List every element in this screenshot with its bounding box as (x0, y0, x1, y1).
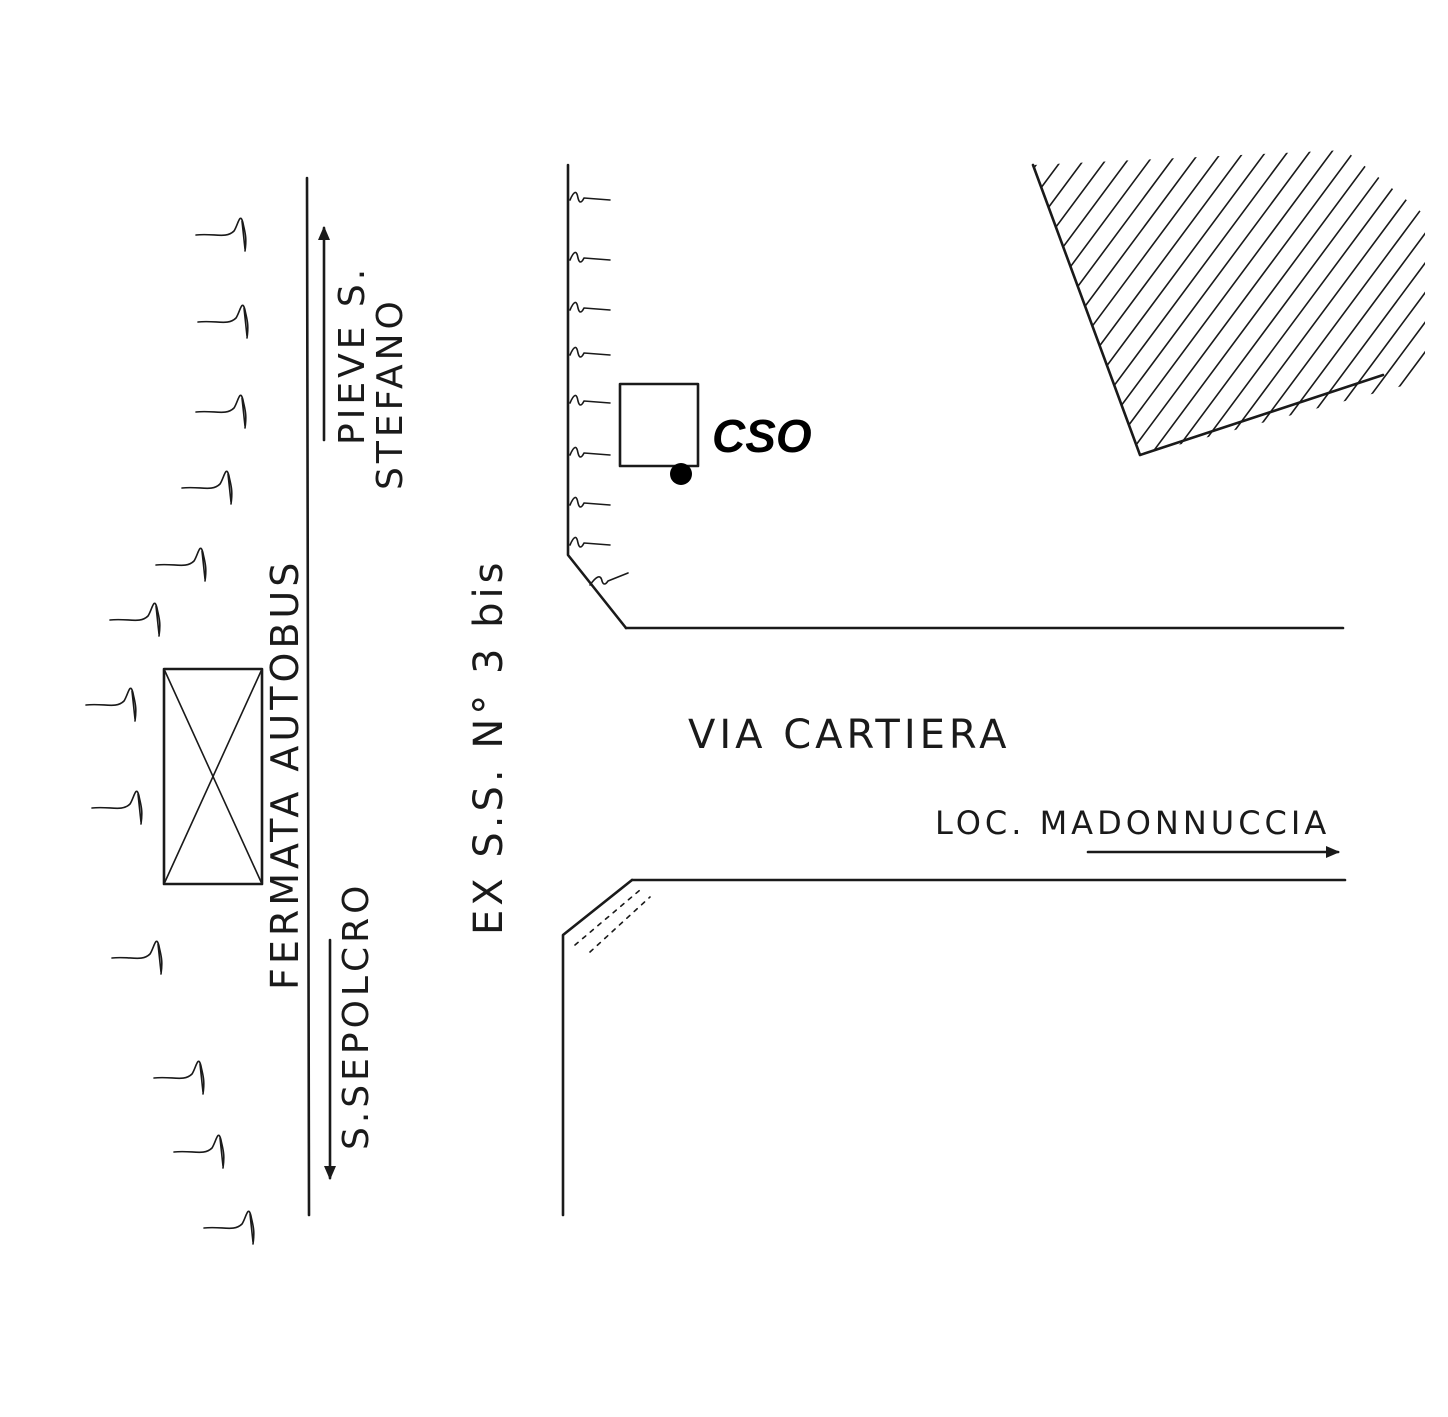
label-fermata-autobus: FERMATA AUTOBUS (263, 559, 307, 990)
hatch-line (1033, 150, 1195, 455)
grass-tuft-symbol (153, 1060, 205, 1095)
hatch-line (1087, 150, 1349, 455)
grass-tuft-symbol (569, 301, 611, 313)
hatch-line (1307, 150, 1425, 455)
label-via-cartiera: VIA CARTIERA (688, 712, 1010, 758)
hatch-line (1241, 150, 1425, 455)
hatch-line (1440, 130, 1448, 480)
hatch-line (1131, 150, 1393, 455)
grass-tuft-symbol (569, 536, 611, 548)
vegetation-west-row (85, 217, 255, 1245)
hatch-line (1033, 150, 1173, 455)
grass-tuft-symbol (589, 572, 629, 586)
hatch-line (1395, 150, 1425, 455)
grass-tuft-symbol (569, 251, 611, 263)
main-road-east-edge-south (561, 878, 634, 1217)
label-road-number: EX S.S. N° 3 bis (466, 559, 512, 935)
vegetation-east-row (569, 191, 629, 586)
grass-tuft-symbol (173, 1134, 225, 1169)
hatch-line (1033, 150, 1151, 455)
grass-tuft-symbol (203, 1210, 255, 1245)
hatch-line (1033, 150, 1239, 455)
grass-tuft-symbol (91, 790, 143, 825)
hatch-line (1033, 150, 1107, 455)
hatch-line (1065, 150, 1327, 455)
hatch-line (1109, 150, 1371, 455)
hatch-line (1285, 150, 1425, 455)
hatch-line (1263, 150, 1425, 455)
label-sepolcro: S.SEPOLCRO (336, 882, 377, 1150)
grass-tuft-symbol (195, 394, 247, 429)
grass-tuft-symbol (155, 547, 207, 582)
grass-tuft-symbol (569, 496, 611, 508)
label-pieve-line1: PIEVE S. (332, 265, 373, 445)
label-loc-madonnuccia: LOC. MADONNUCCIA (935, 804, 1330, 842)
hatch-line (1153, 150, 1415, 455)
hatch-line (1033, 150, 1085, 455)
grass-tuft-symbol (569, 191, 611, 203)
hatch-line (1351, 150, 1425, 455)
hatched-building-area (1031, 130, 1448, 480)
bus-stop-symbol (162, 667, 264, 886)
hatch-line (1329, 150, 1425, 455)
hatch-line (1033, 150, 1063, 455)
grass-tuft-symbol (569, 346, 611, 358)
main-road-west-edge (305, 176, 311, 1217)
hatch-line (1175, 150, 1425, 455)
curb-sketch-lines (574, 889, 651, 953)
grass-tuft-symbol (181, 470, 233, 505)
hatch-line (1197, 150, 1425, 455)
main-road-east-edge-north (566, 163, 628, 630)
grass-tuft-symbol (569, 394, 611, 406)
label-pieve-line2: STEFANO (370, 297, 411, 490)
hatch-line (1033, 150, 1283, 455)
grass-tuft-symbol (85, 687, 137, 722)
hatch-line (1417, 150, 1425, 455)
hatch-line (1033, 150, 1129, 455)
hatch-line (1043, 150, 1305, 455)
grass-tuft-symbol (195, 217, 247, 252)
cso-label: CSO (712, 410, 812, 462)
grass-tuft-symbol (197, 304, 249, 339)
hatch-line (1033, 150, 1041, 455)
grass-tuft-symbol (569, 446, 611, 458)
hatch-line (1219, 150, 1425, 455)
cso-point-marker (670, 463, 692, 485)
grass-tuft-symbol (111, 940, 163, 975)
grass-tuft-symbol (109, 602, 161, 637)
cso-structure-box (618, 382, 700, 468)
hatch-line (1373, 150, 1425, 455)
